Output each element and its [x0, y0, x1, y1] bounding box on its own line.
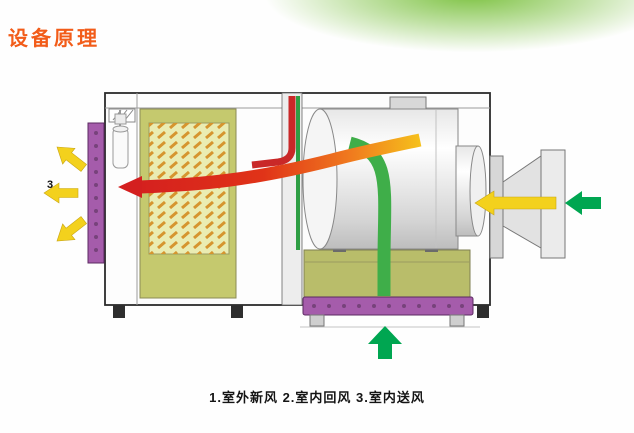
grille-perforations	[312, 304, 464, 308]
supply-arrow-left	[43, 182, 79, 204]
drum-end-face	[302, 108, 338, 250]
mid-partition	[251, 92, 303, 306]
fresh-air-arrow-yellow	[474, 190, 557, 216]
heat-exchanger-section	[108, 108, 237, 299]
return-air-inlet-arrow	[368, 326, 402, 359]
hot-air-flow	[118, 133, 422, 198]
hot-air-arrowhead	[118, 176, 142, 198]
refrigerant-pipe-red	[251, 96, 296, 169]
legend-caption: 1.室外新风 2.室内回风 3.室内送风	[209, 390, 425, 405]
page-title: 设备原理	[8, 28, 100, 50]
cabinet-feet	[113, 305, 489, 318]
supply-grille	[87, 122, 105, 264]
filter-drier	[112, 110, 129, 169]
fan-drum-section	[302, 96, 487, 299]
grille-foot	[449, 314, 465, 327]
grille-perforations	[94, 131, 98, 252]
supply-air-number-label: 3	[47, 179, 53, 191]
return-grille	[300, 296, 480, 328]
grille-foot	[309, 314, 325, 327]
fresh-air-arrow-green	[565, 191, 601, 215]
supply-arrow-up-left	[56, 146, 87, 172]
supply-arrow-down-left	[56, 216, 87, 242]
supply-air-arrows: 3	[43, 146, 87, 242]
